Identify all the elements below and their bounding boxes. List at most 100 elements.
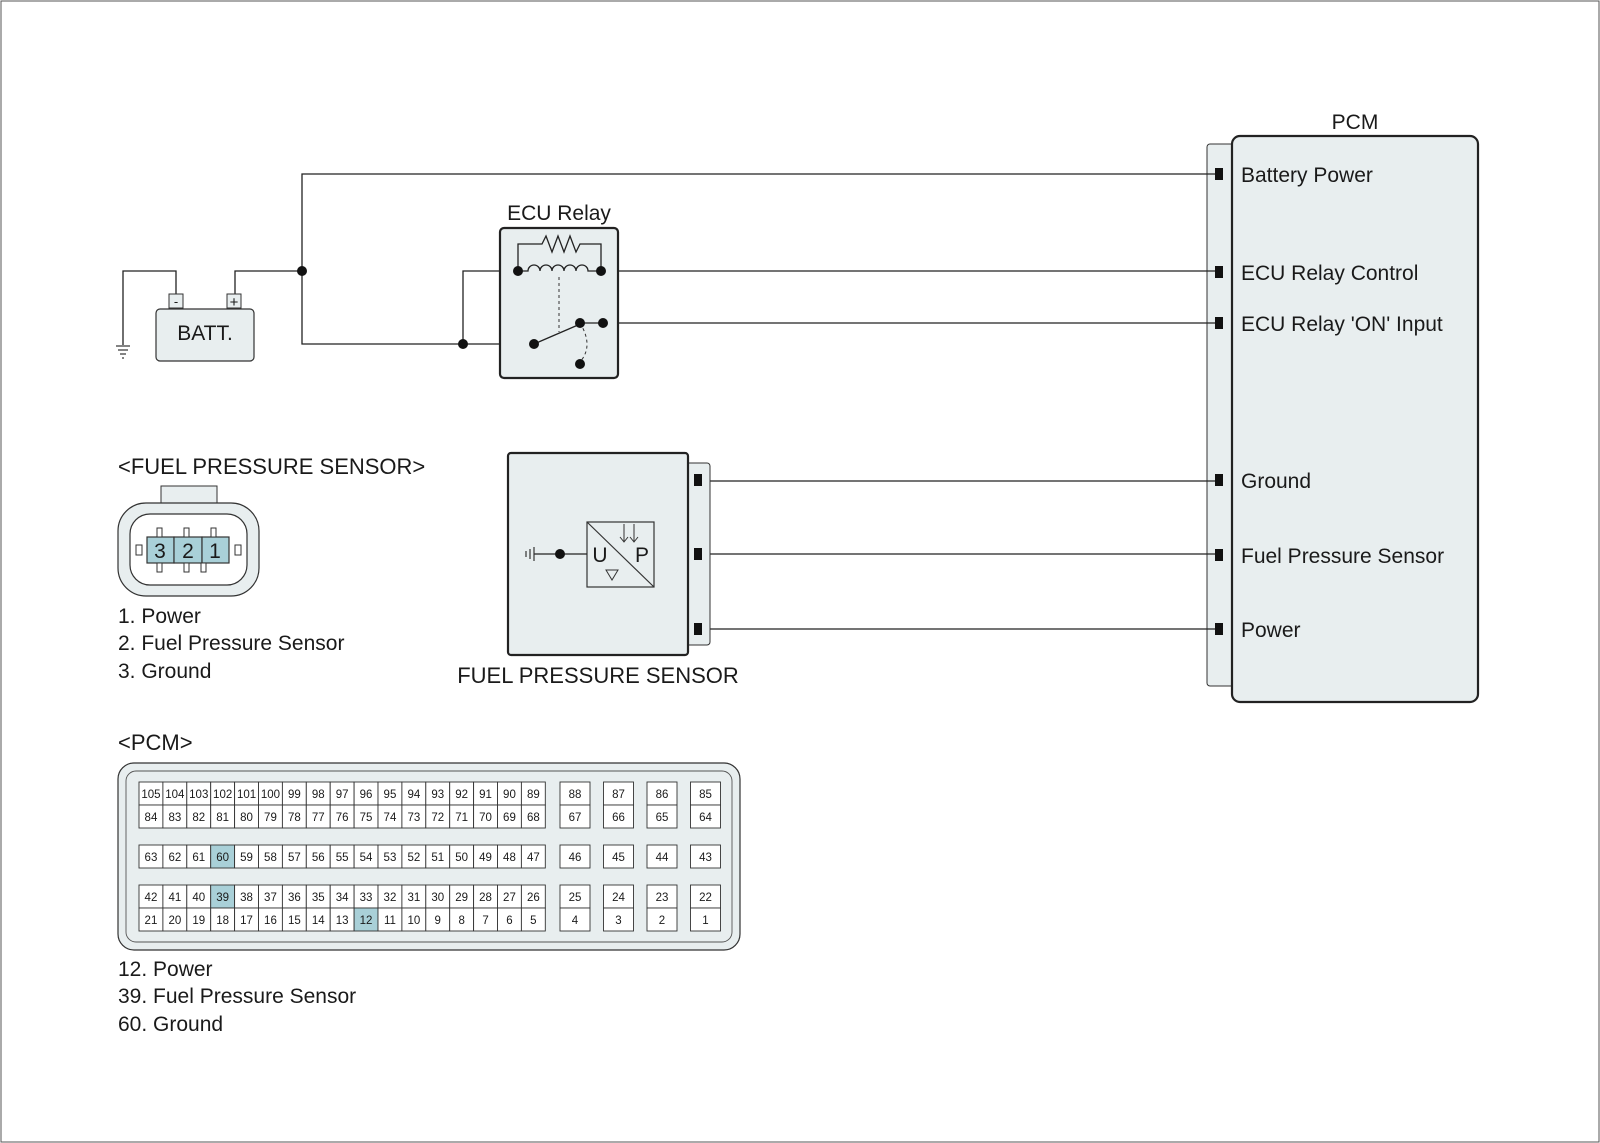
pcm-pin-label-76: 76 — [336, 812, 349, 824]
pcm-pin-label-39: 39 — [216, 892, 229, 904]
sensor-connector-title: <FUEL PRESSURE SENSOR> — [118, 454, 425, 479]
pcm-pin-label-101: 101 — [237, 789, 256, 801]
pcm-pin-label-80: 80 — [240, 812, 253, 824]
pcm-pin-label-60: 60 — [216, 852, 229, 864]
sensor-ground-junction — [555, 549, 565, 559]
pcm-pin-label-82: 82 — [192, 812, 205, 824]
pcm-pin-label-74: 74 — [384, 812, 397, 824]
pcm-pin-label-98: 98 — [312, 789, 325, 801]
pcm-pin-label-20: 20 — [168, 915, 181, 927]
battery-body — [155, 308, 255, 362]
pcm-pin-label-14: 14 — [312, 915, 325, 927]
pcm-connector-inner — [125, 770, 733, 943]
pcm-pin-label-12: 12 — [360, 915, 373, 927]
battery-label: BATT. — [177, 322, 233, 345]
pcm-pin-label-88: 88 — [569, 789, 582, 801]
pcm-pin-label-16: 16 — [264, 915, 277, 927]
relay-switch-contact-nc — [575, 359, 585, 369]
pcm-pin-label-61: 61 — [192, 852, 205, 864]
pcm-pin-battery-power — [1215, 168, 1223, 180]
pcm-pin-label-11: 11 — [384, 915, 396, 927]
battery-positive-terminal — [226, 293, 242, 309]
relay-coil-icon — [518, 264, 601, 272]
pcm-legend-2: 39. Fuel Pressure Sensor — [118, 985, 356, 1008]
pcm-pin-label-78: 78 — [288, 812, 301, 824]
pcm-pin-label-28: 28 — [479, 892, 492, 904]
transducer-power-arrow-icon — [605, 569, 619, 581]
relay-switch-common — [529, 339, 539, 349]
pcm-pin-fuel-pressure-sensor — [1215, 549, 1223, 561]
pcm-pin-46 — [559, 844, 591, 869]
pcm-pin-label-21: 21 — [145, 915, 158, 927]
wire-battery-power — [301, 173, 1215, 272]
pcm-pin-label-34: 34 — [336, 892, 349, 904]
pcm-box: PCM Battery Power ECU Relay Control ECU … — [1206, 111, 1480, 704]
sensor-connector-pin-1 — [201, 536, 230, 564]
pcm-pin-ground — [1215, 474, 1223, 486]
pcm-pin-label-47: 47 — [527, 852, 540, 864]
sensor-connector-pins: 3 2 1 — [146, 536, 230, 564]
pcm-pin-label-40: 40 — [192, 892, 205, 904]
wire-battery-negative — [122, 270, 177, 345]
pcm-pin-label-15: 15 — [288, 915, 301, 927]
pcm-pin-label-48: 48 — [503, 852, 516, 864]
pcm-pin-label-104: 104 — [165, 789, 185, 801]
pcm-pin-label-55: 55 — [336, 852, 349, 864]
battery-plus-sign: + — [230, 294, 239, 311]
pcm-pin-label-71: 71 — [455, 812, 468, 824]
relay-coil-terminal-a — [513, 266, 523, 276]
pcm-pin-label-57: 57 — [288, 852, 301, 864]
pcm-pin-label-59: 59 — [240, 852, 253, 864]
pcm-connector-strip — [1206, 143, 1236, 687]
fuel-pressure-sensor: U P FUEL PRESSURE SENSOR — [457, 451, 739, 688]
pcm-pin-label-9: 9 — [435, 915, 441, 927]
ecu-relay: ECU Relay — [498, 202, 620, 380]
pcm-terminal-power: Power — [1241, 619, 1301, 642]
pcm-pin-label-49: 49 — [479, 852, 492, 864]
relay-switch-contact-no — [575, 318, 585, 328]
pcm-pin-label-33: 33 — [360, 892, 373, 904]
sensor-pin-label-3: 3 — [154, 540, 166, 563]
pcm-pin-label-35: 35 — [312, 892, 325, 904]
pcm-pin-label-17: 17 — [240, 915, 253, 927]
pcm-pin-label-89: 89 — [527, 789, 540, 801]
pcm-pin-64 — [690, 804, 721, 829]
pcm-pin-label-58: 58 — [264, 852, 277, 864]
sensor-connector-keys — [135, 527, 242, 573]
chassis-ground-icon — [525, 547, 535, 561]
ground-icon — [116, 345, 130, 359]
pcm-pin-47 — [520, 844, 546, 869]
battery: - + BATT. — [116, 293, 255, 362]
relay-output-terminal — [598, 318, 608, 328]
pcm-pin-label-92: 92 — [455, 789, 468, 801]
pcm-pin-43 — [690, 844, 721, 869]
relay-resistor-icon — [517, 234, 602, 271]
sensor-legend-2: 2. Fuel Pressure Sensor — [118, 632, 344, 655]
pcm-pin-label-29: 29 — [455, 892, 468, 904]
pcm-pin-label-95: 95 — [384, 789, 397, 801]
transducer-diagonal — [586, 521, 655, 588]
pressure-arrows-icon — [619, 524, 639, 543]
transducer-p-label: P — [635, 544, 649, 567]
sensor-pin-label-2: 2 — [182, 540, 194, 563]
pcm-pin-label-94: 94 — [407, 789, 420, 801]
pcm-pin-label-64: 64 — [699, 812, 712, 824]
pcm-pin-label-84: 84 — [145, 812, 158, 824]
pcm-pin-68 — [520, 804, 546, 829]
pcm-connector-title: <PCM> — [118, 730, 193, 755]
pcm-pin-label-42: 42 — [145, 892, 158, 904]
pcm-pin-label-22: 22 — [699, 892, 712, 904]
pcm-pin-66 — [603, 804, 634, 829]
pcm-pin-label-99: 99 — [288, 789, 301, 801]
pcm-pin-label-23: 23 — [656, 892, 669, 904]
pcm-pin-label-46: 46 — [569, 852, 582, 864]
sensor-connector-latch — [160, 485, 218, 505]
sensor-pin-signal — [694, 548, 702, 560]
pcm-pin-label-2: 2 — [659, 915, 665, 927]
pcm-pin-label-96: 96 — [360, 789, 373, 801]
pcm-pin-label-67: 67 — [569, 812, 582, 824]
pcm-pin-label-100: 100 — [261, 789, 280, 801]
pcm-pin-label-70: 70 — [479, 812, 492, 824]
pcm-pin-label-25: 25 — [569, 892, 582, 904]
pcm-pin-label-87: 87 — [612, 789, 625, 801]
